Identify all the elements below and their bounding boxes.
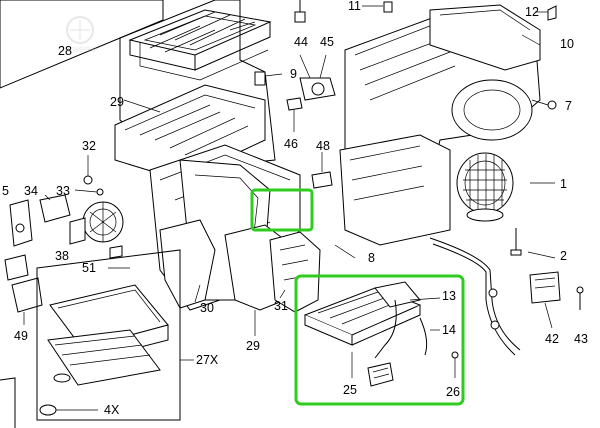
callout-label-10: 10 bbox=[560, 37, 574, 51]
callout-label-25: 25 bbox=[343, 383, 357, 397]
callout-label-14: 14 bbox=[442, 323, 456, 337]
callout-label-5: 5 bbox=[2, 184, 9, 198]
leader-lines bbox=[108, 21, 556, 378]
callout-label-8: 8 bbox=[368, 251, 375, 265]
callout-label-4x: 4X bbox=[104, 403, 120, 417]
wiring-harness-13-14 bbox=[429, 237, 521, 356]
callout-label-32: 32 bbox=[82, 139, 96, 153]
part-49 bbox=[11, 277, 43, 325]
part-33 bbox=[74, 188, 104, 196]
callout-label-7: 7 bbox=[565, 99, 572, 113]
screw-43 bbox=[576, 286, 584, 310]
callout-label-46: 46 bbox=[284, 137, 298, 151]
clip-top bbox=[294, 0, 306, 23]
callout-label-44: 44 bbox=[294, 35, 308, 49]
watermark-text: Carwerke bbox=[58, 44, 97, 54]
filter-frame bbox=[128, 9, 272, 81]
callout-label-43: 43 bbox=[574, 332, 588, 346]
callout-label-30: 30 bbox=[200, 301, 214, 315]
callout-label-12: 12 bbox=[525, 5, 539, 19]
actuator-38 bbox=[69, 201, 124, 245]
highlight-box-small bbox=[250, 188, 314, 232]
evaporator-core bbox=[303, 281, 459, 387]
part-48 bbox=[311, 152, 333, 189]
sensor-44-45 bbox=[299, 54, 336, 101]
callout-label-27x: 27X bbox=[196, 353, 219, 367]
callout-label-34: 34 bbox=[24, 184, 38, 198]
callout-label-26: 26 bbox=[446, 385, 460, 399]
callout-label-13: 13 bbox=[442, 289, 456, 303]
callout-label-42: 42 bbox=[545, 332, 559, 346]
callout-label-29: 29 bbox=[110, 95, 124, 109]
watermark-logo: Carwerke bbox=[58, 16, 97, 54]
callout-label-2: 2 bbox=[560, 249, 567, 263]
blower-housing bbox=[339, 4, 541, 246]
heater-core-box bbox=[36, 249, 181, 421]
screw-2 bbox=[510, 228, 522, 256]
callout-label-33: 33 bbox=[56, 184, 70, 198]
screw-7 bbox=[531, 99, 557, 110]
part-50 bbox=[4, 254, 29, 281]
callout-label-1: 1 bbox=[560, 177, 567, 191]
part-12 bbox=[535, 5, 557, 21]
part-9 bbox=[254, 71, 283, 86]
callout-label-9: 9 bbox=[290, 67, 297, 81]
callout-label-31: 31 bbox=[274, 299, 288, 313]
callout-label-29: 29 bbox=[246, 339, 260, 353]
connector-42 bbox=[529, 271, 561, 329]
callout-label-49: 49 bbox=[14, 329, 28, 343]
callout-label-48: 48 bbox=[316, 139, 330, 153]
callout-label-11: 11 bbox=[348, 0, 361, 13]
part-32 bbox=[83, 155, 93, 185]
part-51 bbox=[109, 245, 123, 259]
blower-motor-wheel bbox=[456, 152, 514, 222]
highlight-box-evaporator bbox=[294, 274, 465, 406]
callout-label-45: 45 bbox=[320, 35, 334, 49]
fastener-11 bbox=[362, 1, 393, 13]
part-46 bbox=[286, 97, 303, 132]
callout-label-28: 28 bbox=[58, 44, 72, 58]
part-5 bbox=[9, 199, 33, 247]
part-34 bbox=[39, 194, 71, 223]
lower-case-assembly bbox=[114, 84, 321, 313]
callout-label-38: 38 bbox=[55, 249, 69, 263]
edge-bracket bbox=[0, 377, 16, 428]
callout-label-51: 51 bbox=[82, 261, 96, 275]
